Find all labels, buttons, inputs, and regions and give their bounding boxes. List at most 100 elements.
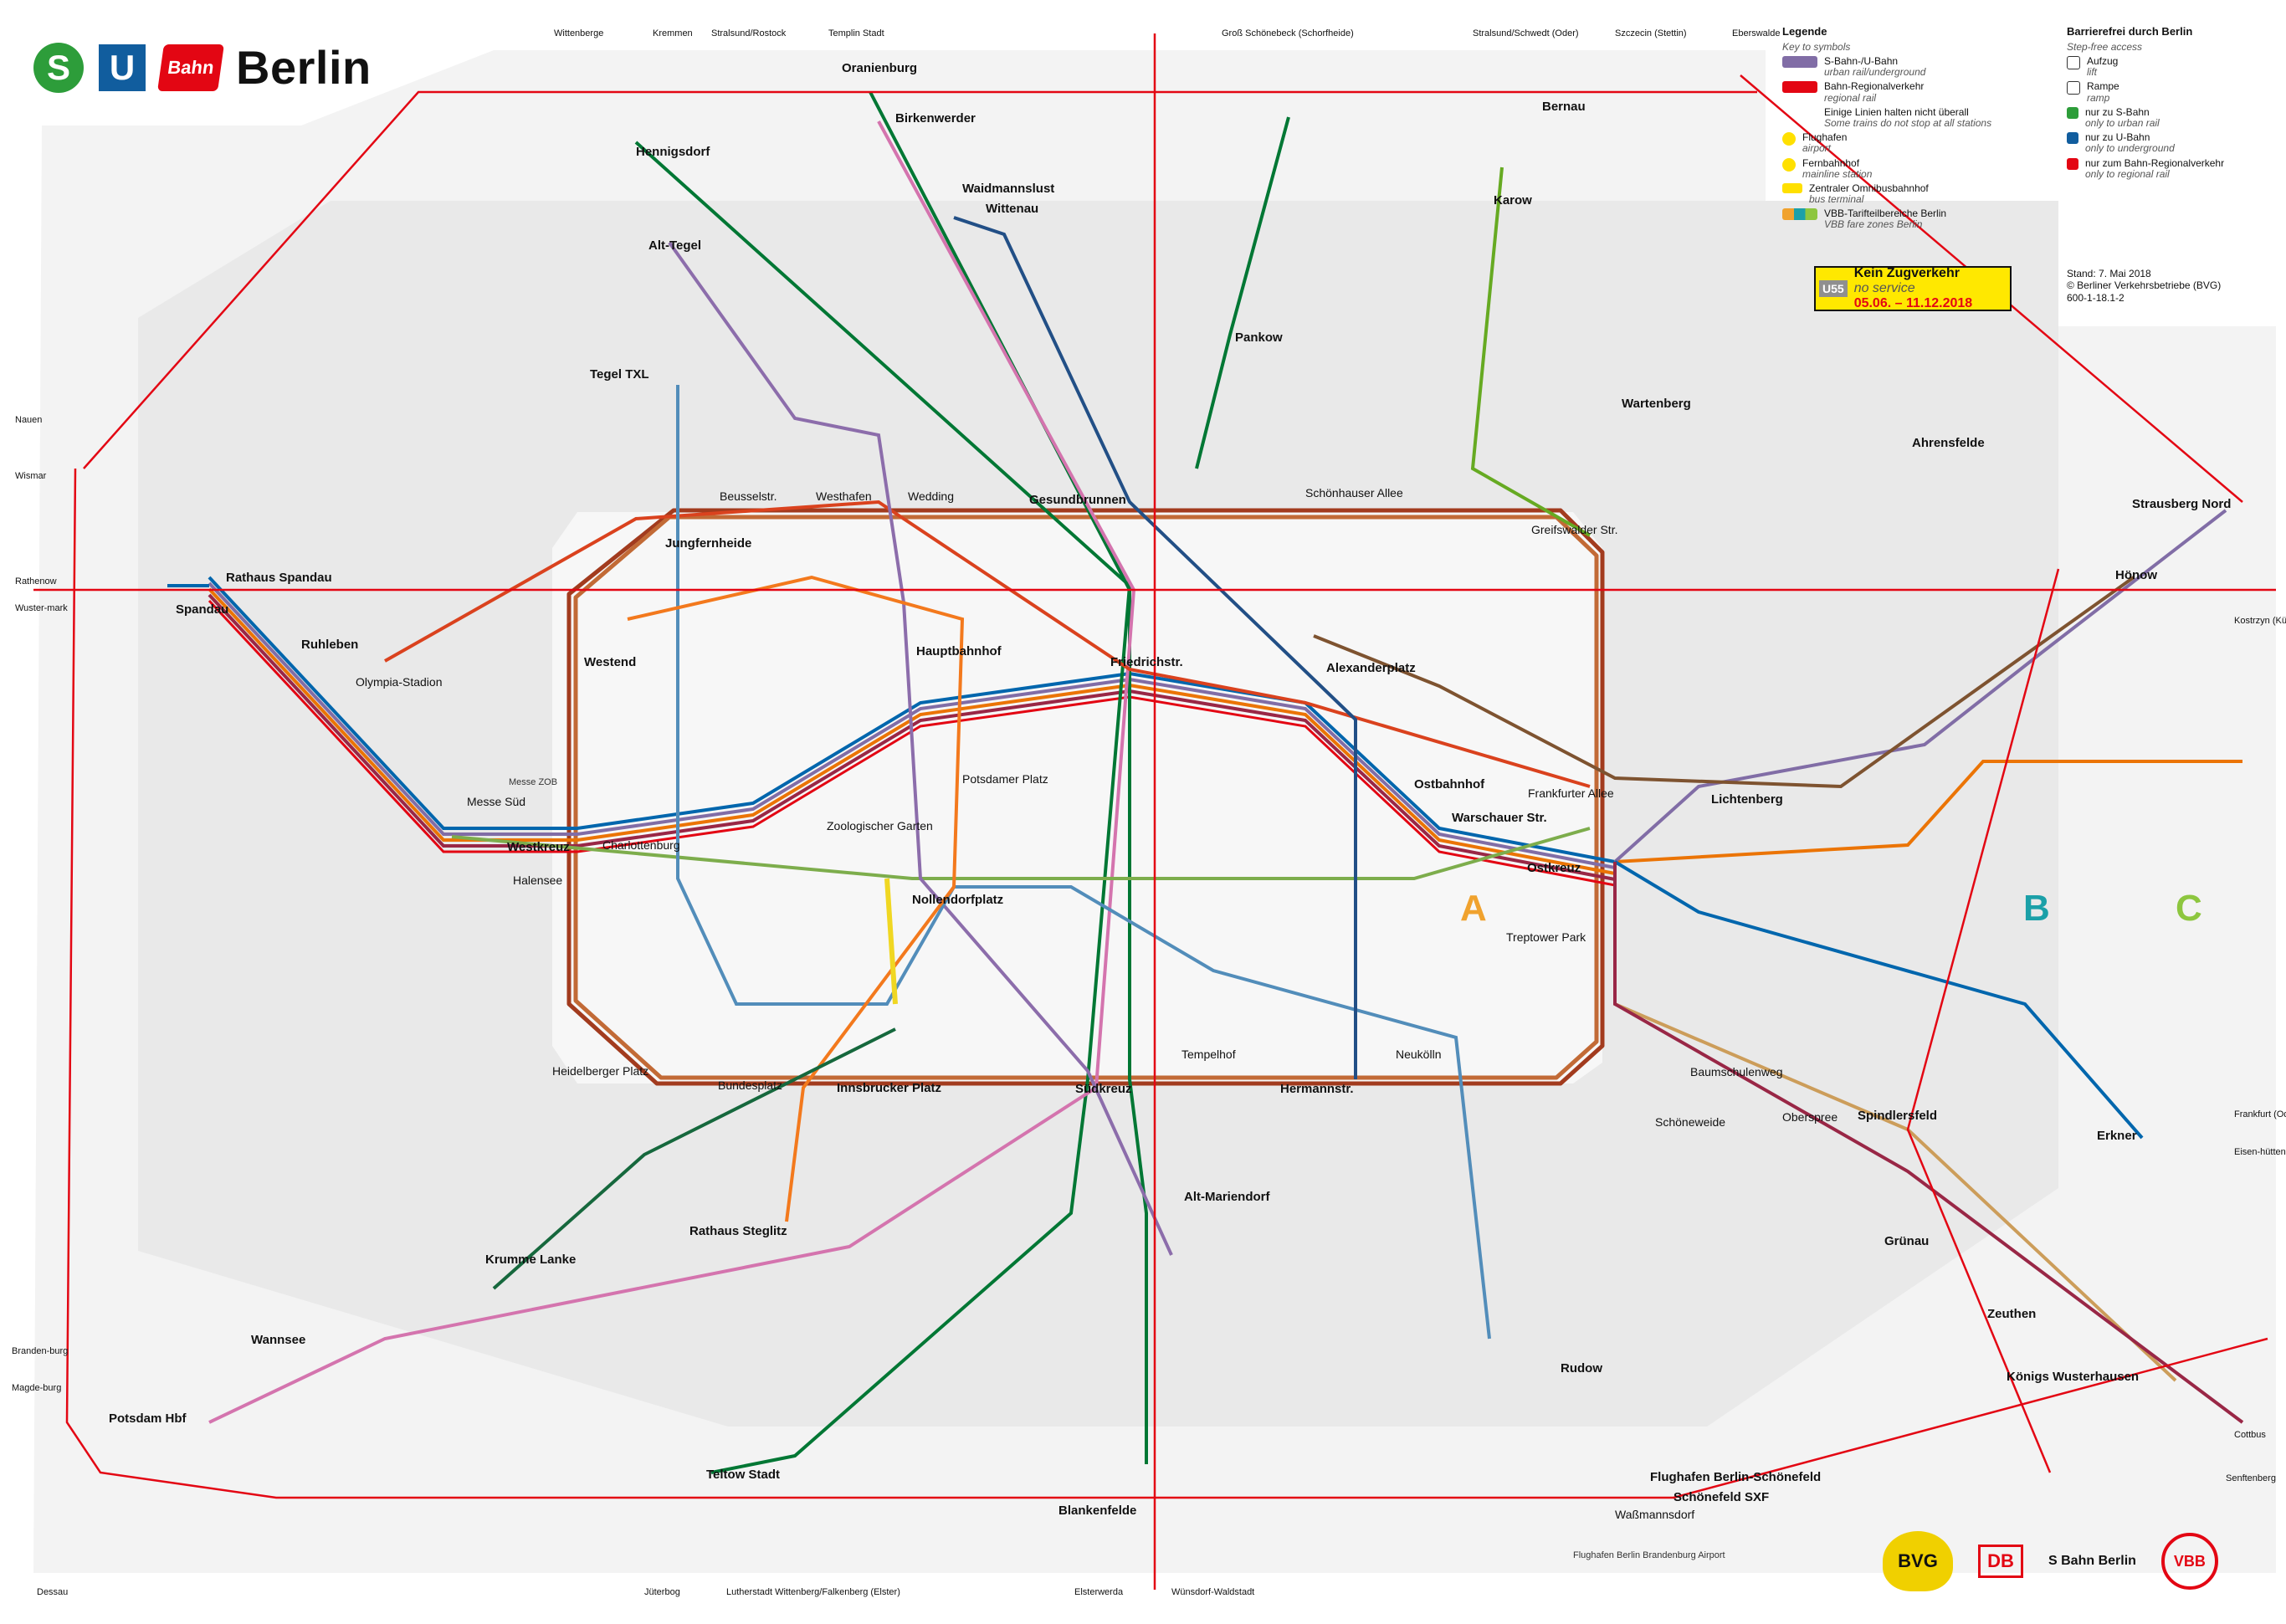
station-blankenfelde[interactable]: Blankenfelde <box>1058 1504 1136 1518</box>
station-alexanderplatz[interactable]: Alexanderplatz <box>1326 661 1416 675</box>
fare-zone-icon <box>1782 208 1817 221</box>
station-heidelberger[interactable]: Heidelberger Platz <box>552 1064 648 1078</box>
station-baumschulenweg[interactable]: Baumschulenweg <box>1690 1065 1783 1078</box>
access-item-sub: lift <box>2087 66 2097 79</box>
station-tempelhof[interactable]: Tempelhof <box>1181 1048 1236 1061</box>
station-flughafen-schoenefeld[interactable]: Flughafen Berlin-Schönefeld <box>1650 1470 1821 1484</box>
station-gesundbrunnen[interactable]: Gesundbrunnen <box>1029 493 1126 507</box>
station-birkenwerder[interactable]: Birkenwerder <box>895 111 976 126</box>
zone-a-area <box>552 512 1602 1084</box>
ramp-icon <box>2067 81 2080 95</box>
legend-item-label: Zentraler Omnibusbahnhof <box>1809 182 1929 194</box>
station-koenigs-wusterhausen[interactable]: Königs Wusterhausen <box>2007 1370 2139 1384</box>
station-jungfernheide[interactable]: Jungfernheide <box>665 536 751 551</box>
notice-title: Kein Zugverkehr <box>1853 266 1960 280</box>
station-charlottenburg[interactable]: Charlottenburg <box>602 838 680 852</box>
zone-c-label: C <box>2176 888 2202 929</box>
station-erkner[interactable]: Erkner <box>2097 1129 2137 1143</box>
station-krumme-lanke[interactable]: Krumme Lanke <box>485 1253 576 1267</box>
legend-item-label: Einige Linien halten nicht überall <box>1824 105 1969 118</box>
ring-s41-s42 <box>566 508 1605 1086</box>
station-pankow[interactable]: Pankow <box>1235 330 1283 345</box>
station-potsdam-hbf[interactable]: Potsdam Hbf <box>109 1411 187 1426</box>
station-rathaus-steglitz[interactable]: Rathaus Steglitz <box>689 1224 787 1238</box>
station-potsdamer[interactable]: Potsdamer Platz <box>962 772 1048 786</box>
station-bernau[interactable]: Bernau <box>1542 100 1586 114</box>
legend-item-sub: urban rail/underground <box>1824 66 1926 79</box>
station-rudow[interactable]: Rudow <box>1561 1361 1602 1376</box>
station-ostbahnhof[interactable]: Ostbahnhof <box>1414 777 1485 792</box>
stand-copyright: © Berliner Verkehrsbetriebe (BVG) <box>2067 279 2222 292</box>
legend-item-sub: airport <box>1802 142 1832 155</box>
station-warschauer[interactable]: Warschauer Str. <box>1452 811 1547 825</box>
station-oranienburg[interactable]: Oranienburg <box>842 61 917 75</box>
station-westkreuz[interactable]: Westkreuz <box>507 840 570 854</box>
station-olympia-stadion[interactable]: Olympia-Stadion <box>356 675 443 689</box>
station-gruenau[interactable]: Grünau <box>1884 1234 1929 1248</box>
edge-senftenberg: Senftenberg <box>2226 1473 2276 1483</box>
station-zeuthen[interactable]: Zeuthen <box>1987 1307 2036 1321</box>
station-westhafen[interactable]: Westhafen <box>816 489 872 503</box>
station-hermannstr[interactable]: Hermannstr. <box>1280 1082 1354 1096</box>
station-schoenefeld-sxf[interactable]: Schönefeld SXF <box>1673 1490 1769 1504</box>
edge-eberswalde: Eberswalde <box>1732 28 1780 38</box>
station-halensee[interactable]: Halensee <box>513 873 562 887</box>
station-strausberg-nord[interactable]: Strausberg Nord <box>2132 497 2231 511</box>
ubahn-only-icon <box>2067 132 2078 145</box>
edge-eisenhuettenstadt: Eisen-hütten-stadt <box>2234 1147 2286 1157</box>
station-messe-sued[interactable]: Messe Süd <box>467 795 525 808</box>
station-friedrichstr[interactable]: Friedrichstr. <box>1110 655 1183 669</box>
station-beusselstr[interactable]: Beusselstr. <box>720 489 777 503</box>
station-tegel-txl[interactable]: Tegel TXL <box>590 367 649 382</box>
station-hoenow[interactable]: Hönow <box>2115 568 2157 582</box>
zob-label: Messe ZOB <box>509 777 557 787</box>
station-waidmannslust[interactable]: Waidmannslust <box>962 182 1054 196</box>
station-ruhleben[interactable]: Ruhleben <box>301 638 358 652</box>
station-karow[interactable]: Karow <box>1494 193 1532 207</box>
station-wartenberg[interactable]: Wartenberg <box>1622 397 1691 411</box>
station-bundesplatz[interactable]: Bundesplatz <box>718 1078 782 1092</box>
station-frankfurter-allee[interactable]: Frankfurter Allee <box>1528 786 1614 800</box>
station-westend[interactable]: Westend <box>584 655 636 669</box>
lift-icon <box>2067 56 2080 69</box>
edge-labels: Wittenberge Kremmen Stralsund/Rostock Te… <box>12 28 2286 1597</box>
legend-right-column: Barrierefrei durch Berlin Step-free acce… <box>2067 25 2259 183</box>
sbahn-only-icon <box>2067 106 2078 119</box>
station-wedding[interactable]: Wedding <box>908 489 954 503</box>
station-nollendorf[interactable]: Nollendorfplatz <box>912 893 1003 907</box>
station-spandau[interactable]: Spandau <box>176 602 228 617</box>
station-schoeneweide[interactable]: Schöneweide <box>1655 1115 1725 1129</box>
access-item-label: nur zum Bahn-Regionalverkehr <box>2085 156 2225 169</box>
station-teltow-stadt[interactable]: Teltow Stadt <box>706 1468 780 1482</box>
edge-lutherstadt: Lutherstadt Wittenberg/Falkenberg (Elste… <box>726 1587 900 1597</box>
station-lichtenberg[interactable]: Lichtenberg <box>1711 792 1783 807</box>
station-neukoelln[interactable]: Neukölln <box>1396 1048 1441 1061</box>
station-wannsee[interactable]: Wannsee <box>251 1333 305 1347</box>
db-bahn-logo-icon: Bahn <box>157 44 224 91</box>
airport-icon <box>1782 132 1796 146</box>
station-hauptbahnhof[interactable]: Hauptbahnhof <box>916 644 1002 658</box>
station-zoologischer[interactable]: Zoologischer Garten <box>827 819 933 832</box>
station-treptower-park[interactable]: Treptower Park <box>1506 930 1586 944</box>
station-ahrensfelde[interactable]: Ahrensfelde <box>1912 436 1985 450</box>
station-wittenau[interactable]: Wittenau <box>986 202 1038 216</box>
station-spindlersfeld[interactable]: Spindlersfeld <box>1858 1109 1937 1123</box>
legend-item-sub: mainline station <box>1802 167 1873 180</box>
station-alt-mariendorf[interactable]: Alt-Mariendorf <box>1184 1190 1271 1204</box>
station-innsbrucker-platz[interactable]: Innsbrucker Platz <box>837 1081 941 1095</box>
station-rathaus-spandau[interactable]: Rathaus Spandau <box>226 571 332 585</box>
edge-wuensdorf: Wünsdorf-Waldstadt <box>1171 1587 1254 1597</box>
station-schoenhauser[interactable]: Schönhauser Allee <box>1305 486 1403 499</box>
stadtbahn <box>208 576 1616 887</box>
page-title: Berlin <box>236 41 372 94</box>
station-ostkreuz[interactable]: Ostkreuz <box>1527 861 1581 875</box>
station-greifswalder[interactable]: Greifswalder Str. <box>1531 523 1617 536</box>
station-suedkreuz[interactable]: Südkreuz <box>1075 1082 1132 1096</box>
station-hennigsdorf[interactable]: Hennigsdorf <box>636 145 710 159</box>
station-wassmannsdorf[interactable]: Waßmannsdorf <box>1615 1508 1694 1521</box>
station-alt-tegel[interactable]: Alt-Tegel <box>648 238 701 253</box>
station-oberspree[interactable]: Oberspree <box>1782 1110 1838 1124</box>
